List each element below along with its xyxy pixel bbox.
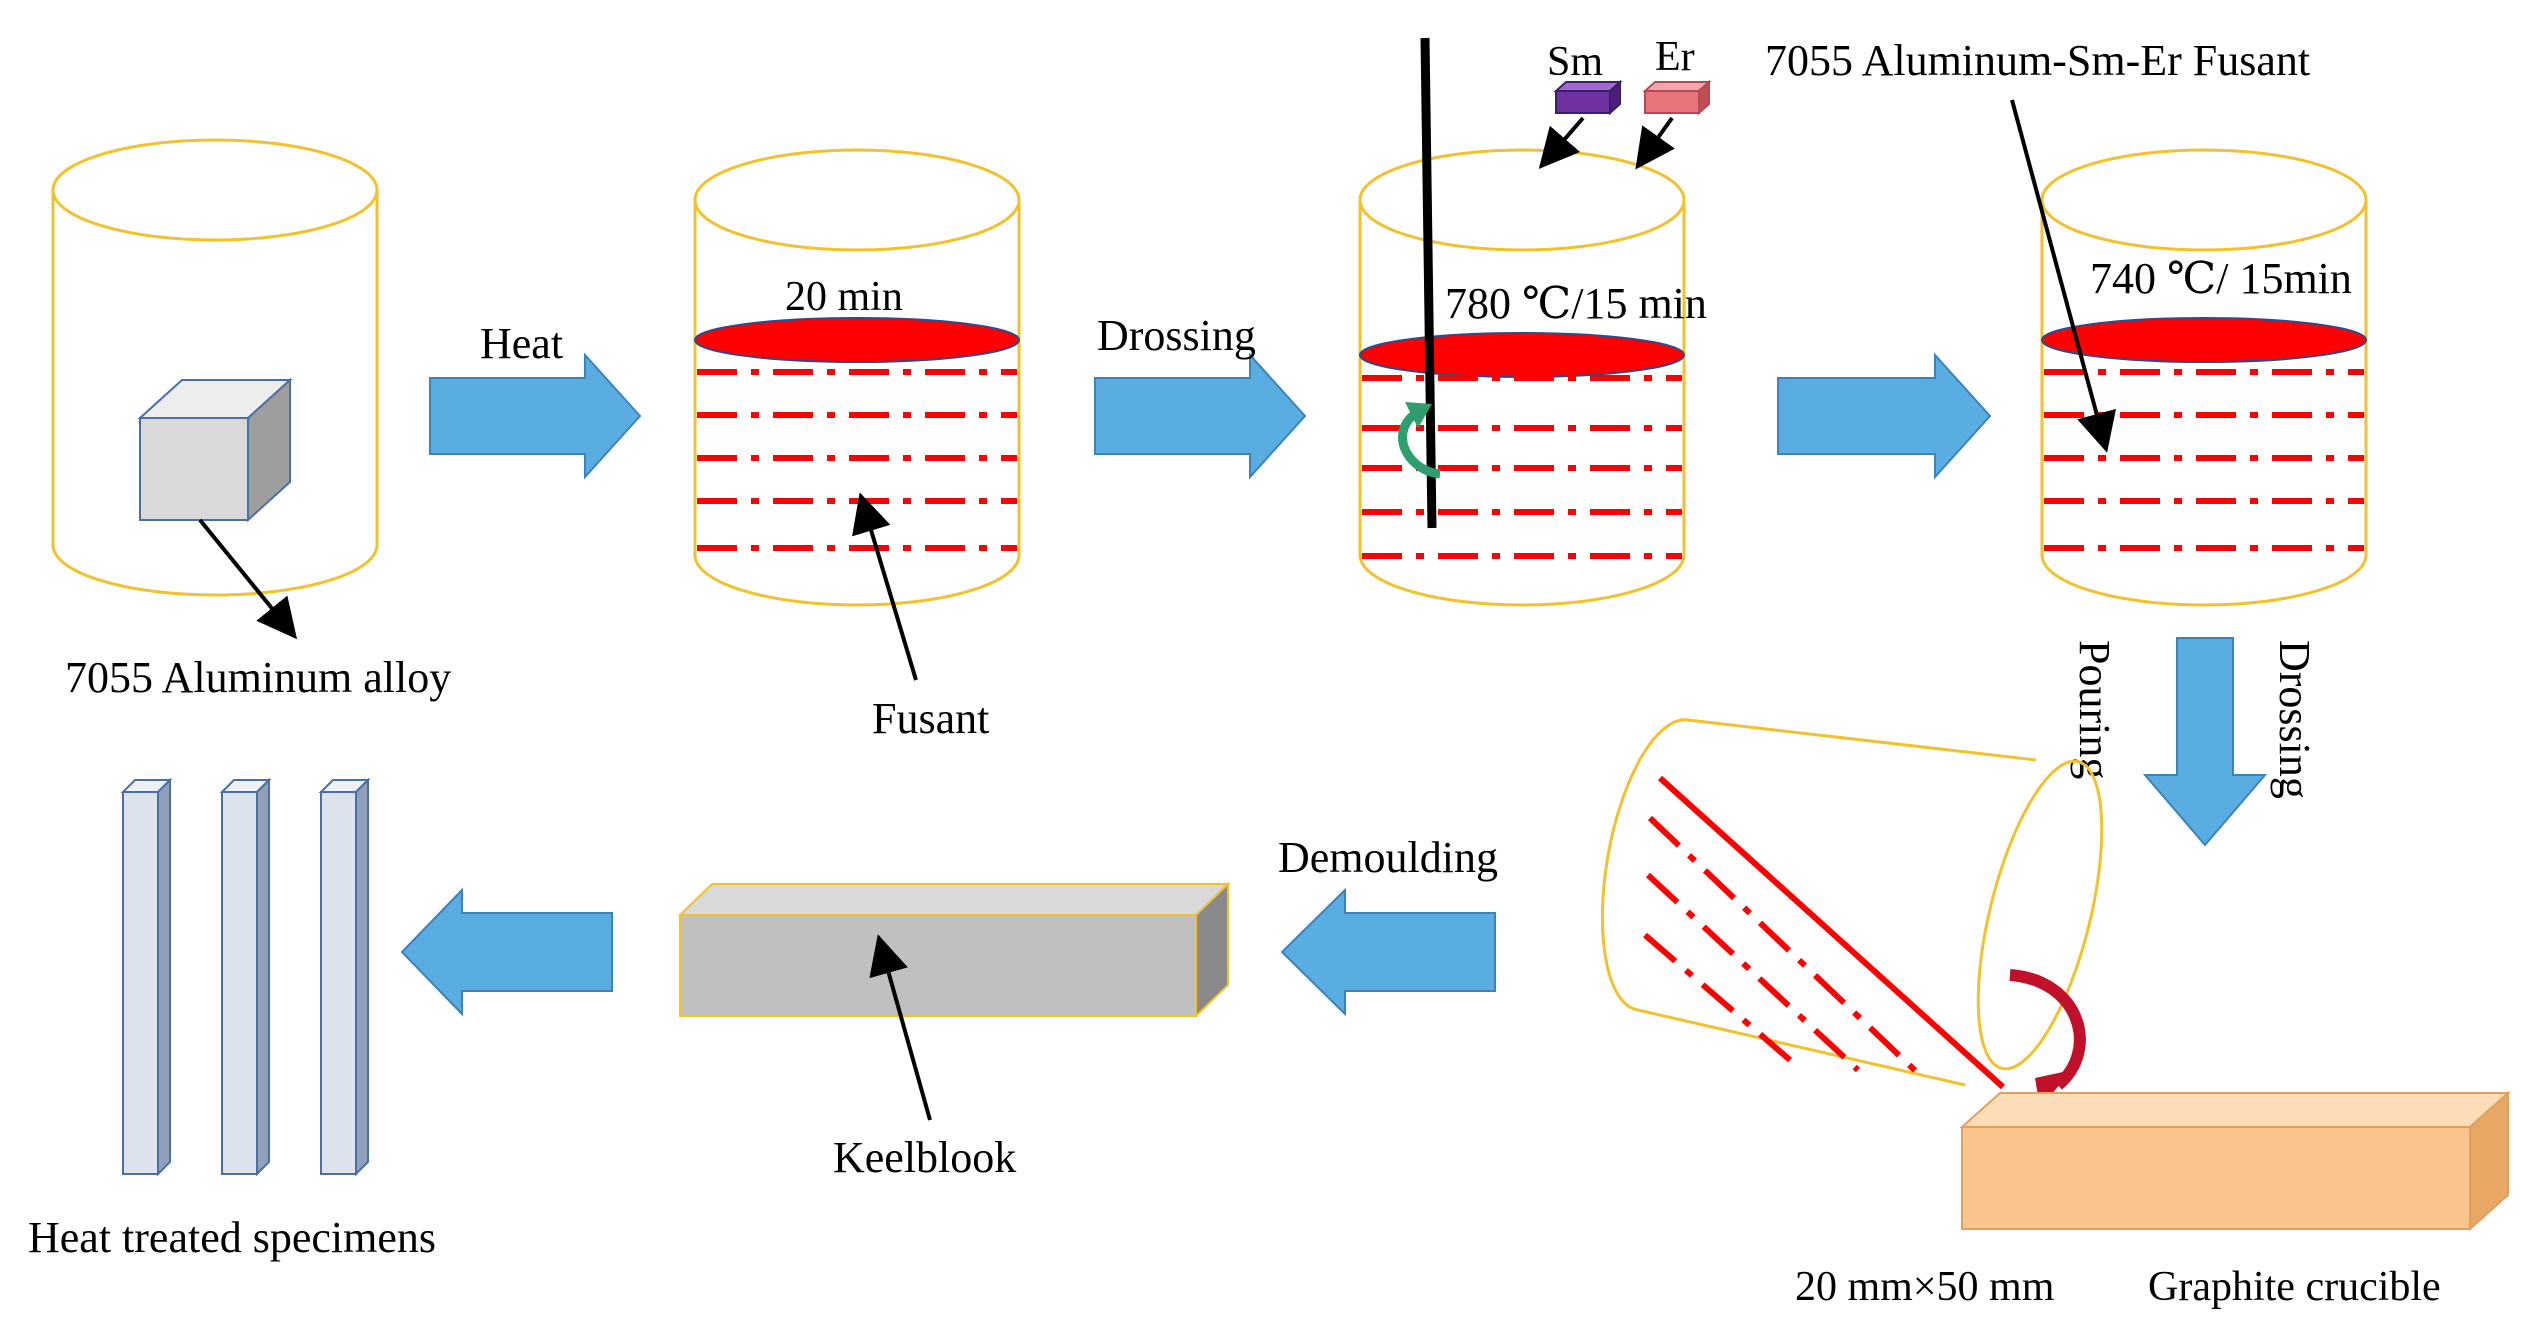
alloy-label: 7055 Aluminum alloy [65,653,451,702]
drossing-label-1: Drossing [1097,311,1256,360]
stir-arrow-head [1405,402,1432,428]
specimen-2 [219,777,272,1177]
pour-surface [1657,775,2006,1090]
pouring-label: Pouring [2070,640,2119,779]
alloy-cube [137,377,293,523]
fusant-label: Fusant [872,694,989,743]
demoulding-arrow [1280,887,1496,1017]
crucible-3 [1358,148,1686,607]
specimen-arrow [400,887,613,1017]
graphite-label: Graphite crucible [2148,1264,2441,1310]
heat-label: Heat [480,319,563,368]
sm-label: Sm [1547,39,1603,85]
fusant-sm-er-label: 7055 Aluminum-Sm-Er Fusant [1765,36,2310,85]
drossing-arrow-1 [1094,352,1307,480]
fusant-sm-er-pointer [2010,99,2116,453]
alloy-pointer [198,518,298,640]
specimen-3 [318,777,371,1177]
melt-surface-4 [2041,317,2367,363]
keelblook-bar [677,881,1231,1019]
melt-lines [697,369,1017,551]
melt-lines-3 [1362,375,1682,559]
stir-rod [1420,37,1437,529]
temp-780-label: 780 ℃/15 min [1445,279,1707,328]
melt-surface-3 [1359,332,1685,378]
keelblook-label: Keelblook [833,1133,1016,1182]
crucible-4 [2040,148,2368,607]
crucible-1 [51,138,379,597]
melt-lines-4 [2044,369,2364,551]
demoulding-label: Demoulding [1278,833,1498,882]
er-block [1642,79,1712,116]
drossing-arrow-2 [2142,637,2268,847]
sm-block [1553,79,1623,116]
transfer-arrow [1777,352,1992,480]
crucible-2 [693,148,1021,607]
temp-740-label: 740 ℃/ 15min [2090,254,2352,303]
drossing-label-2: Drossing [2270,640,2319,799]
pouring-crucible [1600,718,2104,1087]
sm-pointer [1538,116,1585,170]
size-label: 20 mm×50 mm [1795,1264,2055,1310]
keelblook-pointer [869,934,932,1121]
melt-surface [694,317,1020,363]
stir-arrow [1398,408,1441,479]
specimen-1 [120,777,173,1177]
er-label: Er [1655,34,1695,80]
pour-melt-lines [1643,815,1928,1083]
specimens-label: Heat treated specimens [28,1213,436,1262]
time-20-label: 20 min [785,274,903,320]
graphite-mould [1959,1090,2511,1232]
fusant-pointer [852,492,918,681]
pour-arrow [2009,969,2086,1090]
heat-arrow [429,352,642,480]
er-pointer [1635,116,1675,170]
